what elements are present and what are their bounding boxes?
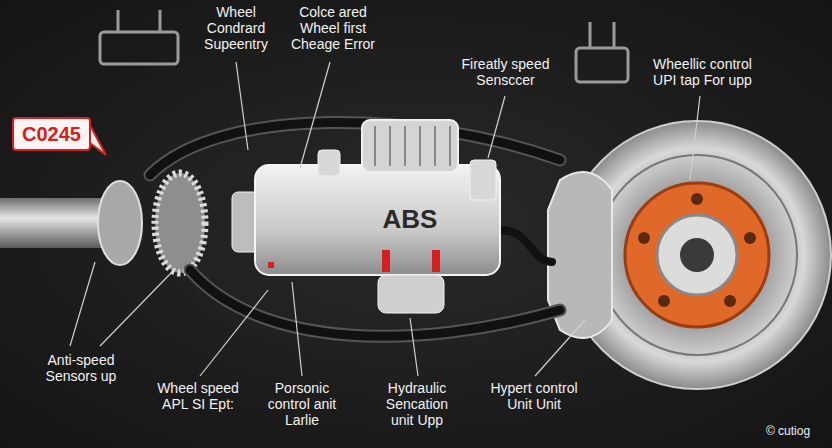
lug-hole xyxy=(724,295,736,307)
mount-bracket xyxy=(576,48,628,82)
valve-stub xyxy=(318,150,340,176)
mount-bracket xyxy=(613,22,616,48)
mount-bracket xyxy=(100,32,178,64)
callout-box: C0245 xyxy=(12,117,91,151)
part-label: Anti-speed Sensors up xyxy=(38,352,124,384)
motor-fins xyxy=(375,126,450,166)
lug-hole xyxy=(658,295,670,307)
red-marker xyxy=(432,250,440,272)
mount-bracket xyxy=(159,10,162,32)
part-label: Hydraulic Sencation unit Upp xyxy=(374,380,460,428)
lug-hole xyxy=(638,232,650,244)
brake-hose xyxy=(150,122,560,336)
watermark: © cutiog xyxy=(752,424,824,438)
part-label: Porsonic control anit Larlie xyxy=(262,380,342,428)
brake-hose xyxy=(190,270,560,336)
leader-line xyxy=(690,96,700,180)
leader-line xyxy=(410,318,418,376)
part-label: Colce ared Wheel first Cheage Error xyxy=(283,4,383,52)
module-label: ABS xyxy=(372,204,448,234)
leader-line xyxy=(292,282,302,376)
abs-module xyxy=(255,165,500,275)
axle-flange xyxy=(98,181,142,265)
leader-line xyxy=(236,62,248,150)
red-marker xyxy=(268,262,274,268)
mount-bracket xyxy=(117,10,120,32)
motor-fins xyxy=(389,126,391,166)
motor-fins xyxy=(434,126,436,166)
leader-line xyxy=(535,320,585,376)
lug-hole xyxy=(744,232,756,244)
leader-line xyxy=(70,62,700,376)
leader-line xyxy=(300,62,330,168)
red-marker xyxy=(382,250,390,272)
tone-ring xyxy=(155,173,205,273)
motor-fins xyxy=(374,126,376,166)
callout-number: C0245 xyxy=(22,122,81,146)
mount-bracket xyxy=(589,22,592,48)
leader-line xyxy=(100,272,172,346)
motor-fins xyxy=(449,126,451,166)
lug-hole xyxy=(691,193,703,205)
part-label: Wheellic control UPI tap For upp xyxy=(640,56,765,88)
lug-hole xyxy=(638,193,756,307)
brake-hose xyxy=(190,270,560,336)
hydraulic-cylinder xyxy=(378,275,444,313)
callout-tail xyxy=(90,125,106,155)
brake-rotor xyxy=(597,155,797,355)
wheel-hub xyxy=(625,183,769,327)
motor-fins xyxy=(419,126,421,166)
leader-line xyxy=(70,262,95,346)
part-label: Wheel speed APL SI Ept: xyxy=(150,380,246,412)
wheel-hub xyxy=(657,215,737,295)
part-label: Wheel Condrard Supeentry xyxy=(190,4,282,52)
part-label: Hypert control Unit Unit xyxy=(482,380,586,412)
motor-fins xyxy=(404,126,406,166)
brake-hose xyxy=(500,230,552,262)
axle-shaft xyxy=(0,198,112,248)
part-label: Fireatly speed Sensccer xyxy=(448,56,563,88)
leader-line xyxy=(200,290,268,376)
pump-motor xyxy=(362,120,458,172)
wheel-hub xyxy=(680,238,714,272)
speed-sensor xyxy=(470,160,496,200)
leader-line xyxy=(488,96,505,158)
